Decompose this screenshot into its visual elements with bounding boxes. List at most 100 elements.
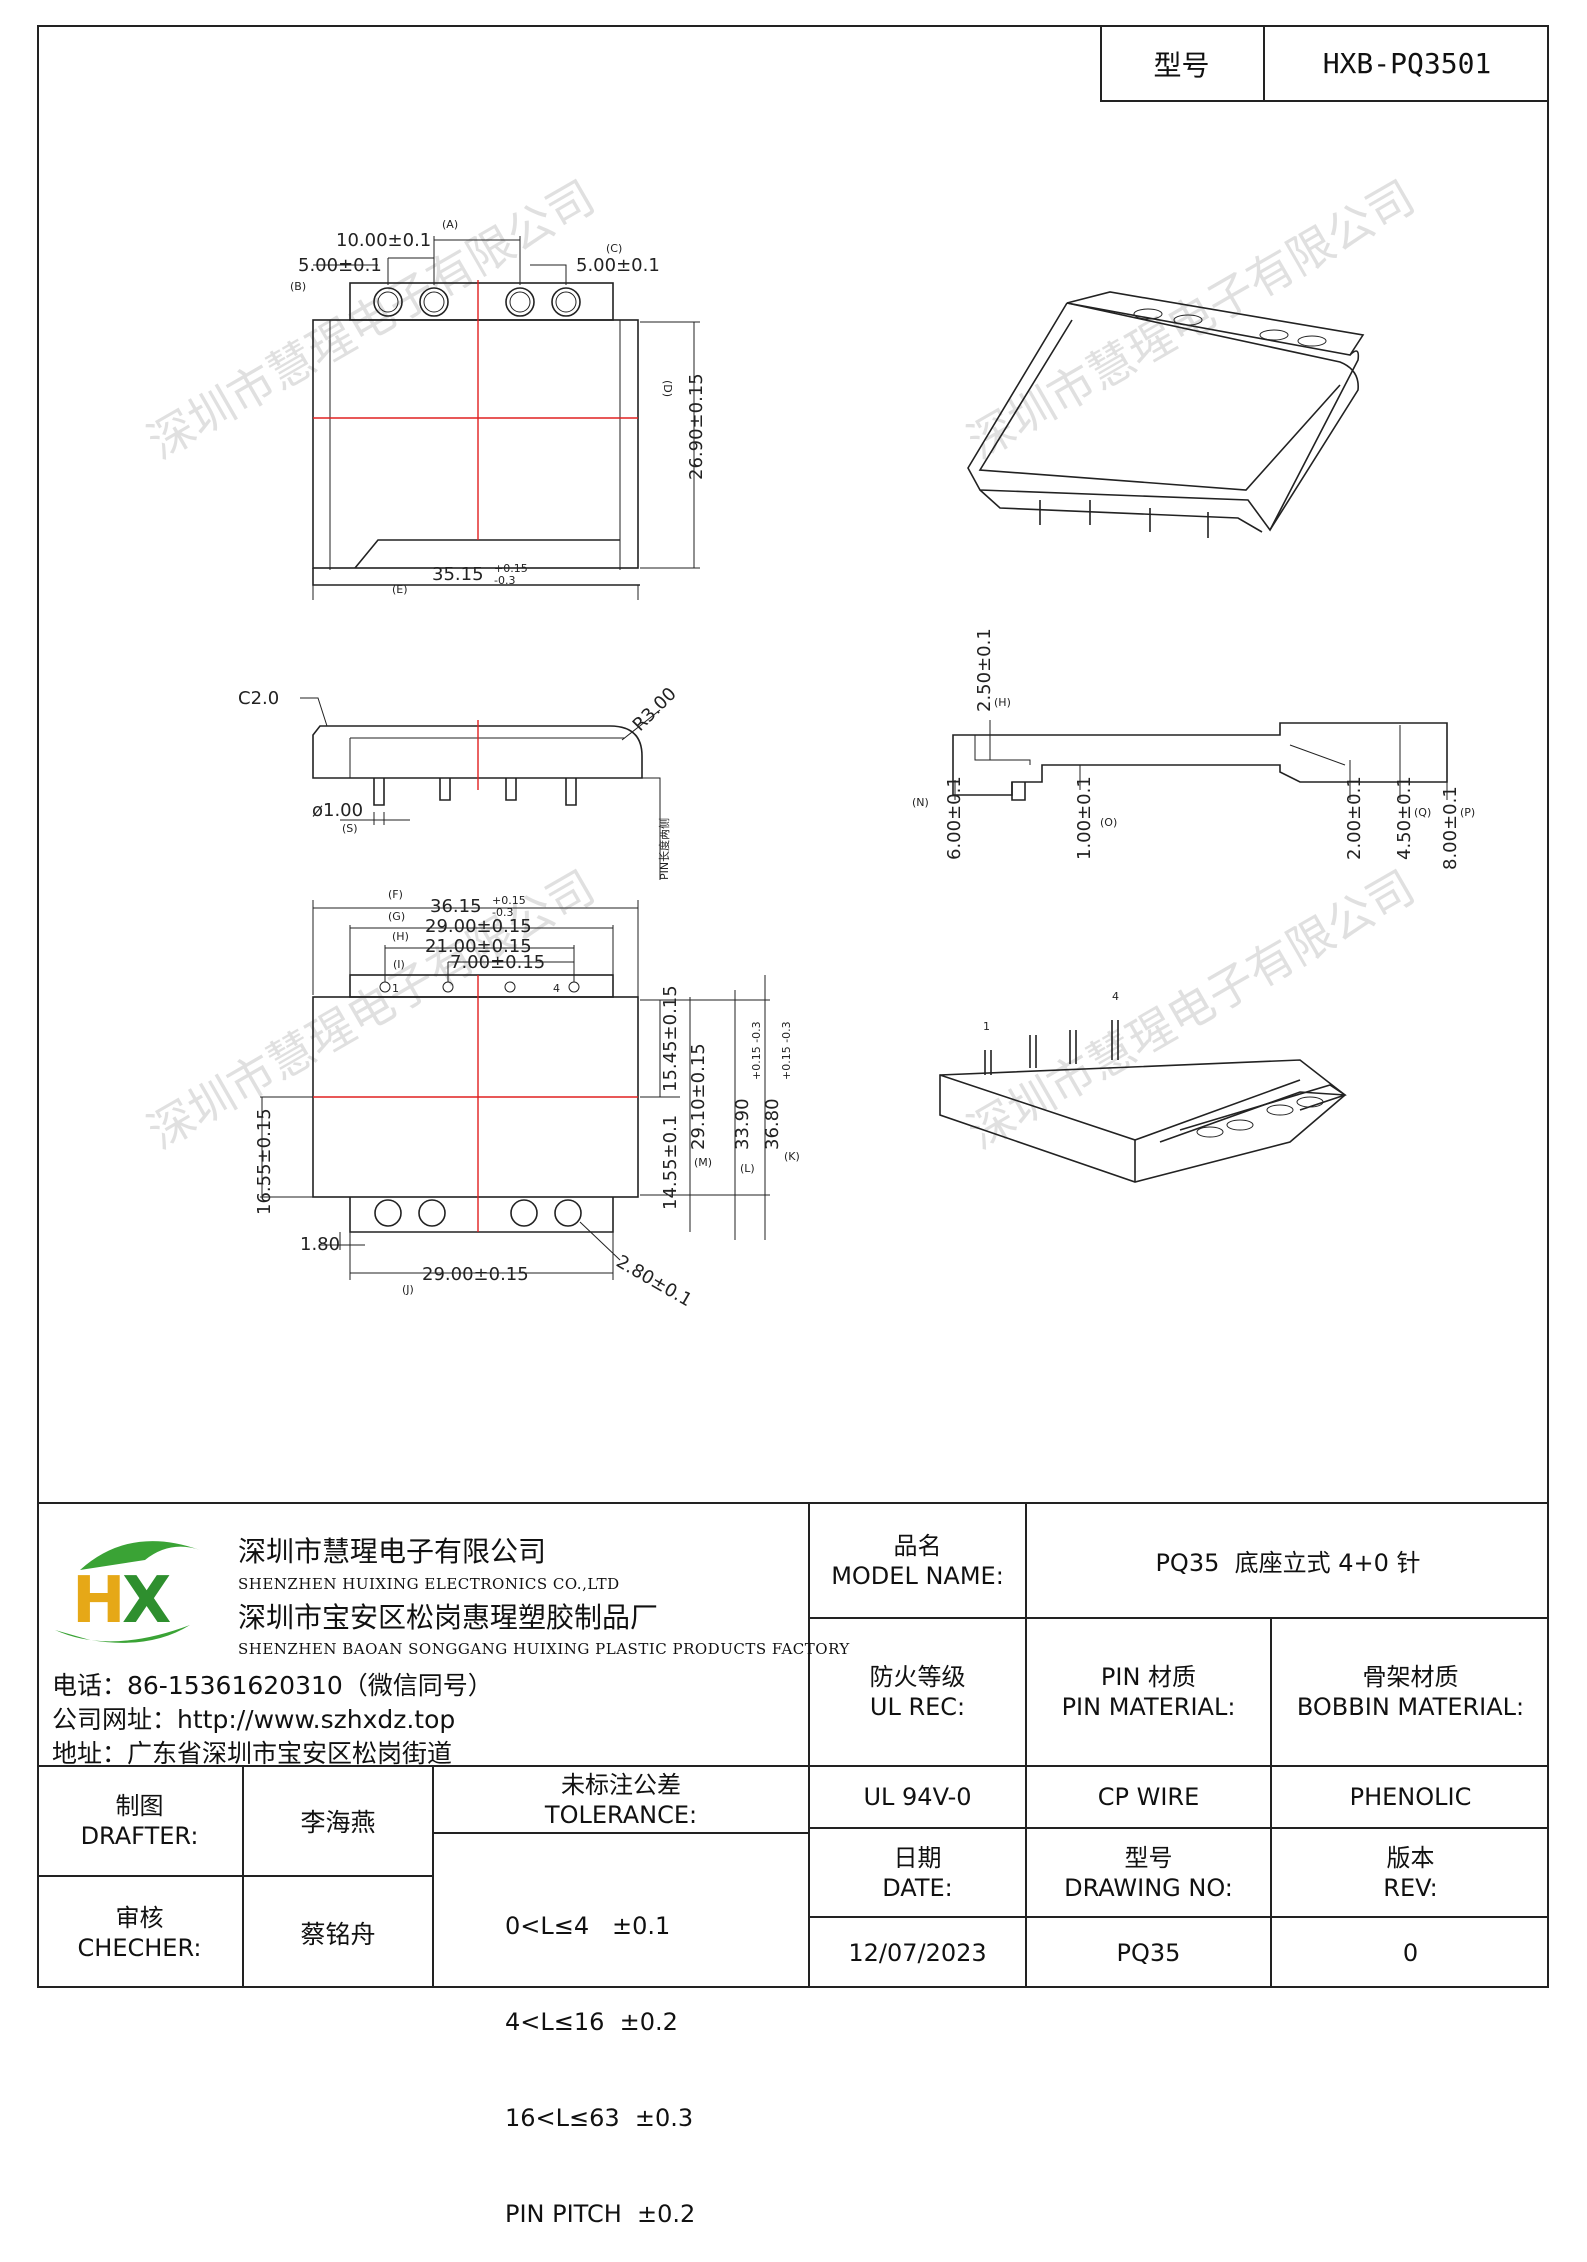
ul-rec-label: 防火等级 UL REC: — [810, 1619, 1025, 1765]
dim-q-value: 4.50±0.1 — [1394, 776, 1415, 860]
dim-s-tag: (S) — [342, 822, 358, 835]
dim-1545: 15.45±0.15 — [660, 985, 681, 1092]
dim-i-tag: (I) — [393, 958, 405, 971]
watermarks: 深圳市慧瑆电子有限公司 深圳市慧瑆电子有限公司 深圳市慧瑆电子有限公司 深圳市慧… — [139, 170, 1424, 1160]
pin-material-value: CP WIRE — [1097, 1783, 1200, 1811]
tolerance-table: 0<L≤4 ±0.1 4<L≤16 ±0.2 16<L≤63 ±0.3 PIN … — [505, 1846, 695, 2262]
tb-vline-4 — [242, 1765, 244, 1988]
dim-d-tag: (D) — [661, 380, 674, 397]
drafter-cn: 制图 — [115, 1792, 164, 1820]
dim-3680-tol: +0.15 -0.3 — [780, 1021, 793, 1080]
date-cn: 日期 — [893, 1843, 942, 1872]
rev-value: 0 — [1402, 1939, 1419, 1967]
dim-a-tag: (A) — [442, 218, 458, 231]
pin-material-cn: PIN 材质 — [1100, 1663, 1197, 1691]
date-en: DATE: — [882, 1873, 953, 1902]
dim-p-tag: (P) — [1460, 806, 1475, 819]
bobbin-material-label: 骨架材质 BOBBIN MATERIAL: — [1272, 1619, 1549, 1765]
checker-cn: 审核 — [115, 1903, 164, 1932]
tb-line-2 — [808, 1617, 1549, 1619]
dim-l-tag: (L) — [740, 1162, 755, 1175]
tolerance-cn: 未标注公差 — [561, 1770, 681, 1799]
dim-g-value: 29.00±0.15 — [425, 916, 532, 937]
tb-vline-2 — [1025, 1502, 1027, 1988]
drafter-en: DRAFTER: — [80, 1822, 199, 1850]
dim-e-tol-dn: -0.3 — [494, 574, 515, 587]
drafter-label: 制图 DRAFTER: — [37, 1767, 242, 1875]
iso-view-top — [967, 291, 1365, 538]
watermark-3: 深圳市慧瑆电子有限公司 — [139, 860, 604, 1160]
dim-f-tag: (F) — [388, 888, 403, 901]
dim-p-value: 8.00±0.1 — [1440, 786, 1461, 870]
dim-j-value: 29.00±0.15 — [422, 1264, 529, 1285]
factory-name-en: SHENZHEN BAOAN SONGGANG HUIXING PLASTIC … — [238, 1640, 850, 1658]
company-website: 公司网址：http://www.szhxdz.top — [52, 1705, 456, 1734]
dim-h-value: 2.50±0.1 — [974, 628, 995, 712]
dim-dia: ø1.00 — [312, 800, 363, 821]
model-name-label: 品名 MODEL NAME: — [810, 1504, 1025, 1617]
checker-en: CHECHER: — [77, 1933, 202, 1962]
dim-180: 1.80 — [300, 1234, 340, 1255]
dim-a-value: 10.00±0.1 — [336, 230, 431, 251]
rev-en: REV: — [1383, 1873, 1438, 1902]
header-divider — [1263, 25, 1265, 102]
dim-d-value: 26.90±0.15 — [686, 373, 707, 480]
tb-vline-3 — [1270, 1617, 1272, 1988]
dim-b-value: 5.00±0.1 — [298, 255, 382, 276]
drawing-no-value: PQ35 — [1116, 1939, 1181, 1967]
dim-p2-value: 2.00±0.1 — [1344, 776, 1365, 860]
company-address: 地址：广东省深圳市宝安区松岗街道 — [52, 1739, 453, 1768]
company-name-cn: 深圳市慧瑆电子有限公司 — [238, 1535, 547, 1568]
bobbin-material-en: BOBBIN MATERIAL: — [1296, 1693, 1525, 1721]
dim-2910: 29.10±0.15 — [688, 1043, 709, 1150]
drawing-no-label: 型号 DRAWING NO: — [1027, 1829, 1270, 1916]
ul-value: UL 94V-0 — [863, 1783, 972, 1811]
tb-line-4 — [808, 1827, 1549, 1829]
dim-1655: 16.55±0.15 — [254, 1108, 275, 1215]
tolerance-line-4: PIN PITCH ±0.2 — [505, 2200, 696, 2228]
dim-1455: 14.55±0.1 — [660, 1115, 681, 1210]
date-value: 12/07/2023 — [848, 1939, 987, 1967]
watermark-4: 深圳市慧瑆电子有限公司 — [959, 860, 1424, 1160]
tb-vline-5 — [432, 1765, 434, 1988]
dim-m-tag: (M) — [694, 1156, 712, 1169]
company-logo: H X — [55, 1541, 200, 1643]
model-name-en: MODEL NAME: — [831, 1561, 1004, 1590]
company-name-en: SHENZHEN HUIXING ELECTRONICS CO.,LTD — [238, 1575, 620, 1593]
tb-line-3 — [37, 1765, 1549, 1767]
model-name-cn: 品名 — [893, 1531, 942, 1560]
iso-view-bottom: 1 4 — [939, 990, 1347, 1183]
company-phone: 电话：86-15361620310（微信同号） — [52, 1671, 493, 1700]
bottom-view: 36.15 +0.15 -0.3 (F) 29.00±0.15 (G) 21.0… — [254, 888, 800, 1311]
tolerance-label: 未标注公差 TOLERANCE: — [434, 1767, 808, 1832]
dim-i-value: 7.00±0.15 — [450, 952, 545, 973]
dim-f-value: 36.15 — [430, 896, 482, 917]
tb-line-tol — [432, 1832, 808, 1834]
tb-vline-1 — [808, 1502, 810, 1988]
drawing-frame — [37, 25, 1549, 1988]
ul-rec-en: UL REC: — [869, 1693, 966, 1721]
dim-280: 2.80±0.1 — [613, 1251, 696, 1311]
rev-label: 版本 REV: — [1272, 1829, 1549, 1916]
logo-x: X — [122, 1564, 171, 1638]
pin-material-en: PIN MATERIAL: — [1061, 1693, 1236, 1721]
tb-line-drafter — [37, 1875, 432, 1877]
end-view: 2.50±0.1 (H) 6.00±0.1 (N) 1.00±0.1 (O) 2… — [912, 628, 1475, 870]
model-name-value: PQ35 底座立式 4+0 针 — [1155, 1549, 1421, 1577]
dim-o-value: 1.00±0.1 — [1074, 776, 1095, 860]
dim-e-value: 35.15 — [432, 564, 484, 585]
drafter-name: 李海燕 — [300, 1808, 376, 1837]
dim-k-tag: (K) — [784, 1150, 800, 1163]
dim-n-tag: (N) — [912, 796, 929, 809]
ul-rec-cn: 防火等级 — [869, 1663, 966, 1691]
pin-material-label: PIN 材质 PIN MATERIAL: — [1027, 1619, 1270, 1765]
dim-f-tol-up: +0.15 — [492, 894, 526, 907]
iso-pin-4: 4 — [1112, 990, 1119, 1003]
tolerance-en: TOLERANCE: — [544, 1800, 698, 1829]
dim-g-tag: (G) — [388, 910, 405, 923]
date-label: 日期 DATE: — [810, 1829, 1025, 1916]
logo-h: H — [72, 1564, 126, 1638]
drawing-no-en: DRAWING NO: — [1064, 1873, 1233, 1902]
checker-name: 蔡铭舟 — [300, 1919, 376, 1949]
dim-q-tag: (Q) — [1414, 806, 1431, 819]
